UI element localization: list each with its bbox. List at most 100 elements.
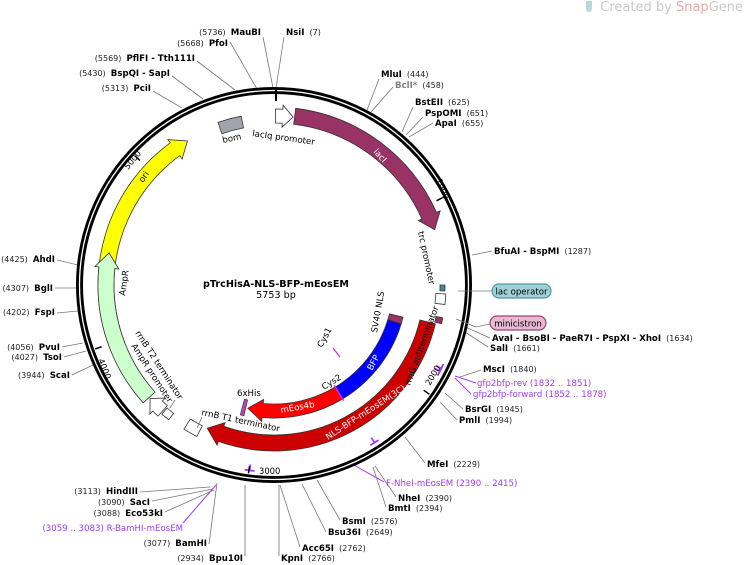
tick-mark [436, 196, 444, 202]
enzyme-leader-line [63, 350, 87, 358]
enzyme-position: (3090) [98, 498, 125, 507]
mEos4b-feature[interactable] [247, 386, 344, 423]
enzyme-name: ScaI [50, 371, 70, 381]
enzyme-leader-line [461, 329, 489, 348]
enzyme-name: Bsu36I [328, 528, 361, 538]
enzyme-name: HindIII [106, 487, 138, 497]
enzyme-position: (5736) [199, 28, 226, 37]
rrnB-T1-terminator-feature[interactable] [183, 418, 203, 438]
enzyme-site[interactable]: (5430) BspQI - SapI [79, 61, 170, 80]
primer-range: (1852 .. 1878) [545, 390, 606, 400]
enzyme-site[interactable]: BclI* (458) [395, 73, 444, 92]
backbone [76, 87, 472, 483]
enzyme-name: MfeI [427, 460, 448, 470]
enzyme-site[interactable]: BfuAI - BspMI (1287) [494, 239, 591, 258]
primer-site[interactable]: F-NheI-mEosEM (2390 .. 2415) [386, 479, 517, 489]
minicistron-pill[interactable] [489, 315, 547, 331]
enzyme-leader-line [439, 401, 458, 421]
enzyme-site[interactable]: NheI (2390) [398, 486, 452, 505]
plasmid-name: pTrcHisA-NLS-BFP-mEosEM [203, 279, 349, 290]
enzyme-site[interactable]: (3088) Eco53kI [94, 501, 163, 520]
tick-label: 3000 [259, 466, 280, 476]
enzyme-leader-line [370, 86, 394, 113]
enzyme-site[interactable]: (4056) PvuI [7, 335, 60, 354]
enzyme-site[interactable]: NsiI (7) [286, 20, 321, 39]
enzyme-name: BmtI [388, 504, 411, 514]
trc-promoter-box-feature[interactable] [434, 293, 447, 305]
enzyme-leader-line [279, 484, 301, 548]
enzyme-site[interactable]: (4202) FspI [3, 300, 55, 319]
enzyme-site[interactable]: SalI (1661) [490, 336, 540, 355]
enzyme-site[interactable]: (3944) ScaI [18, 363, 70, 382]
enzyme-name: BsrGI [465, 405, 491, 415]
enzyme-site[interactable]: PspOMI (651) [425, 101, 488, 120]
minicistron-feature[interactable] [434, 316, 444, 325]
lac-operator-pill[interactable] [491, 283, 552, 299]
enzyme-lines [55, 36, 493, 556]
enzyme-site[interactable]: (3077) BamHI [144, 531, 207, 550]
enzyme-site[interactable]: KpnI (2766) [281, 546, 335, 565]
primer-site[interactable]: gfp2bfp-rev (1832 .. 1851) [477, 379, 591, 389]
NLS-BFP-mEosEM-feature[interactable] [206, 319, 436, 452]
lac-operator-feature[interactable] [439, 284, 446, 292]
enzyme-site[interactable]: MluI (444) [381, 62, 428, 81]
enzyme-position: (2934) [177, 554, 204, 563]
enzyme-name: BfuAI - BspMI [494, 247, 559, 257]
enzyme-name: AhdI [33, 255, 55, 265]
enzyme-leader-line [152, 90, 183, 109]
enzyme-site[interactable]: AvaI - BsoBI - PaeR7I - PspXI - XhoI (16… [492, 326, 693, 345]
enzyme-leader-line [366, 78, 380, 111]
enzyme-leader-line [404, 436, 426, 464]
lacI-feature[interactable] [293, 107, 441, 231]
enzyme-name: PfoI [209, 39, 228, 49]
enzyme-site[interactable]: (3113) HindIII [74, 479, 138, 498]
primer-leader-line [454, 375, 477, 384]
enzyme-site[interactable]: (2934) Bpu10I [177, 546, 243, 565]
enzyme-site[interactable]: Bsu36I (2649) [328, 520, 393, 539]
enzyme-site[interactable]: (4027) TsoI [11, 345, 62, 364]
enzyme-site[interactable]: (5313) PciI [102, 76, 151, 95]
enzyme-position: (1287) [564, 247, 591, 256]
enzyme-leader-line [164, 489, 215, 513]
cys1-label: Cys1 [316, 326, 335, 349]
bom-feature[interactable] [217, 115, 244, 135]
AmpR-promoter-feature[interactable] [149, 397, 168, 417]
enzyme-position: (2649) [366, 528, 393, 537]
enzyme-site[interactable]: (4307) BglI [2, 276, 53, 295]
primer-site[interactable]: gfp2bfp-forward (1852 .. 1878) [473, 390, 607, 400]
rrnb-t1-leader [196, 416, 203, 429]
rrnB-T2-terminator-feature[interactable] [161, 407, 175, 421]
enzyme-site[interactable]: BmtI (2394) [388, 496, 443, 515]
enzyme-leader-line [459, 369, 482, 378]
enzyme-site[interactable]: BsmI (2576) [342, 509, 398, 528]
enzyme-position: (3088) [94, 509, 121, 518]
enzyme-site[interactable]: (3090) SacI [98, 490, 150, 509]
enzyme-site[interactable]: ApaI (655) [435, 111, 483, 130]
enzyme-position: (2766) [308, 554, 335, 563]
enzyme-site[interactable]: BstEII (625) [415, 90, 470, 109]
lacIq-promoter-feature[interactable] [274, 104, 294, 129]
primer-range: (2390 .. 2415) [456, 479, 517, 489]
enzyme-site[interactable]: MfeI (2229) [427, 452, 480, 471]
enzyme-leader-line [71, 364, 94, 376]
6xhis-mark [241, 398, 248, 417]
enzyme-position: (2762) [339, 544, 366, 553]
enzyme-site[interactable]: PmlI (1994) [459, 408, 512, 427]
enzyme-leader-line [262, 36, 274, 89]
enzyme-leader-line [151, 488, 214, 502]
enzyme-site[interactable]: MscI (1840) [483, 357, 537, 376]
enzyme-position: (1840) [510, 365, 537, 374]
enzyme-site[interactable]: Acc65I (2762) [302, 536, 366, 555]
enzyme-site[interactable]: (5736) MauBI [199, 20, 261, 39]
enzyme-position: (3113) [74, 487, 101, 496]
enzyme-site[interactable]: (4425) AhdI [1, 247, 55, 266]
enzyme-position: (2394) [416, 504, 443, 513]
enzyme-site[interactable]: (5668) PfoI [177, 31, 228, 50]
enzyme-site[interactable]: BsrGI (1945) [465, 397, 523, 416]
primer-site[interactable]: (3059 .. 3083) R-BamHI-mEosEM [42, 524, 183, 534]
primer-leader-line [351, 463, 385, 483]
enzyme-name: PvuI [39, 343, 60, 353]
enzyme-name: BglI [34, 284, 53, 294]
enzyme-site[interactable]: (5569) PflFI - Tth111I [95, 46, 195, 65]
AmpR-feature[interactable] [94, 252, 156, 404]
